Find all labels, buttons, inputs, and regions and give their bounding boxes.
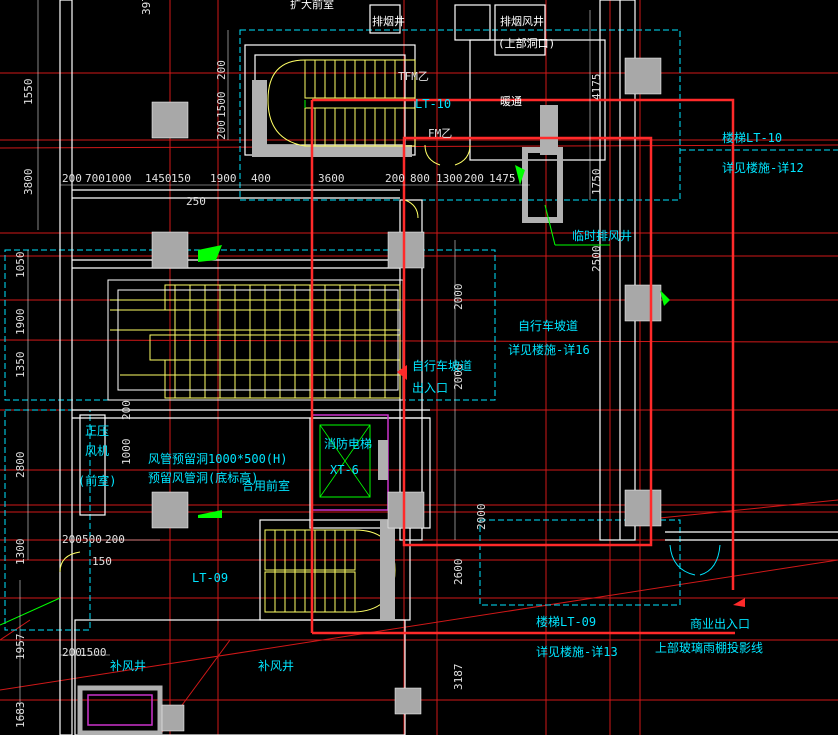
dim-text: 3975 xyxy=(140,0,153,15)
columns xyxy=(151,57,662,732)
green-markers xyxy=(198,165,670,518)
fan-room-label-3: (前室) xyxy=(78,473,116,488)
dim-text: 1957 xyxy=(14,634,27,661)
stair-lt09-label: 楼梯LT-09 xyxy=(536,614,596,629)
dimension-lines xyxy=(19,0,591,720)
stair-lt09 xyxy=(264,529,396,613)
dim-text: 1900 xyxy=(14,309,27,336)
dim-text: 500 xyxy=(82,533,102,546)
column xyxy=(624,489,662,527)
column xyxy=(387,231,425,269)
stair-central xyxy=(110,284,401,399)
dim-text: 3187 xyxy=(452,664,465,691)
column xyxy=(624,57,662,95)
dim-text: 200 xyxy=(62,172,82,185)
lt09-walls xyxy=(380,520,395,620)
dim-text: 1500 xyxy=(215,92,228,119)
top-text: 扩大前室 xyxy=(290,0,334,11)
supply-shaft-label: 补风井 xyxy=(110,659,146,673)
dim-text: 2000 xyxy=(452,284,465,311)
column xyxy=(624,284,662,322)
dim-text: 200 xyxy=(464,172,484,185)
dim-text: 1300 xyxy=(14,539,27,566)
dim-text: 1500 xyxy=(80,646,107,659)
lt10-label: LT-10 xyxy=(415,97,451,111)
dim-text: 150 xyxy=(92,555,112,568)
column xyxy=(387,491,425,529)
green-lines xyxy=(0,100,610,626)
shop-doors xyxy=(669,544,721,576)
shaft-room-label: 排烟井 xyxy=(372,14,405,28)
supply-shaft-label-2: 补风井 xyxy=(258,659,294,673)
lower-shaft xyxy=(77,685,163,735)
bike-exit-label: 自行车坡道 xyxy=(412,358,472,373)
exhaust-shaft-label-2: (上部洞口) xyxy=(498,36,555,50)
exhaust-shaft-label: 排烟风井 xyxy=(500,14,544,28)
dim-text: 3800 xyxy=(22,169,35,196)
dim-text: 700 xyxy=(85,172,105,185)
vent-spec-label: 风管预留洞1000*500(H) xyxy=(148,451,287,466)
stair-lt10-label: 楼梯LT-10 xyxy=(722,130,782,145)
stair-lt10 xyxy=(267,59,416,147)
fan-room-label: 正压 xyxy=(85,424,109,438)
dim-text: 1450 xyxy=(145,172,172,185)
dim-text: 2600 xyxy=(452,559,465,586)
dim-text: 1300 xyxy=(436,172,463,185)
dim-text: 3600 xyxy=(318,172,345,185)
dim-text: 150 xyxy=(171,172,191,185)
dim-text: 1350 xyxy=(14,352,27,379)
dim-text: 1750 xyxy=(590,169,603,196)
dim-text: 200 xyxy=(120,400,133,420)
bike-ramp-label: 自行车坡道 xyxy=(518,318,578,333)
stair-lt09-detail: 详见楼施-详13 xyxy=(536,644,618,659)
stair-lt10-detail: 详见楼施-详12 xyxy=(722,160,804,175)
dim-text: 2800 xyxy=(14,452,27,479)
warm-room-label: 暖通 xyxy=(500,95,522,108)
shared-hall-label: 合用前室 xyxy=(242,478,290,493)
temp-shaft-label: 临时排风井 xyxy=(572,229,632,243)
upper-canopy-label: 上部玻璃雨棚投影线 xyxy=(655,640,763,655)
column xyxy=(161,704,185,732)
lt09-label: LT-09 xyxy=(192,571,228,585)
vent-spec-label-2: 预留风管洞(底标高) xyxy=(148,470,258,485)
dim-text: 1000 xyxy=(120,439,133,466)
dim-text: 200 xyxy=(62,533,82,546)
dim-text: 1475 xyxy=(489,172,516,185)
column xyxy=(151,231,189,269)
dim-text: 200 xyxy=(215,60,228,80)
dim-text: 1900 xyxy=(210,172,237,185)
dim-text: 800 xyxy=(410,172,430,185)
fire-lift-label: 消防电梯 xyxy=(324,436,372,451)
dim-text: 200 xyxy=(385,172,405,185)
dim-text: 250 xyxy=(186,195,206,208)
dimension-texts: 200 700 1000 1450 150 1900 400 3600 200 … xyxy=(14,0,603,728)
door-tag: FM乙 xyxy=(428,127,452,140)
redline-boxes xyxy=(310,98,735,635)
fire-lift-code: XT-6 xyxy=(330,463,359,477)
dim-text: 2000 xyxy=(452,364,465,391)
dim-text: 1550 xyxy=(22,79,35,106)
dim-text: 2500 xyxy=(590,246,603,273)
fan-room-label-2: 风机 xyxy=(85,444,109,458)
dim-text: 2000 xyxy=(475,504,488,531)
dim-text: 200 xyxy=(215,120,228,140)
door-tag: TFM乙 xyxy=(398,70,429,83)
annotations: 扩大前室 排烟井 排烟风井 (上部洞口) LT-10 暖通 楼梯LT-10 详见… xyxy=(78,0,804,673)
dim-text: 1683 xyxy=(14,702,27,729)
bike-exit-label-2: 出入口 xyxy=(412,381,448,395)
redline-arrows xyxy=(397,365,745,607)
doors xyxy=(59,144,471,573)
bike-ramp-detail: 详见楼施-详16 xyxy=(508,342,590,357)
dim-text: 4175 xyxy=(590,74,603,101)
dim-text: 1050 xyxy=(14,252,27,279)
dim-text: 200 xyxy=(62,646,82,659)
shop-exit-label: 商业出入口 xyxy=(690,616,750,631)
dim-text: 400 xyxy=(251,172,271,185)
column xyxy=(151,491,189,529)
dim-text: 1000 xyxy=(105,172,132,185)
column xyxy=(151,101,189,139)
column xyxy=(394,687,422,715)
dim-text: 200 xyxy=(105,533,125,546)
